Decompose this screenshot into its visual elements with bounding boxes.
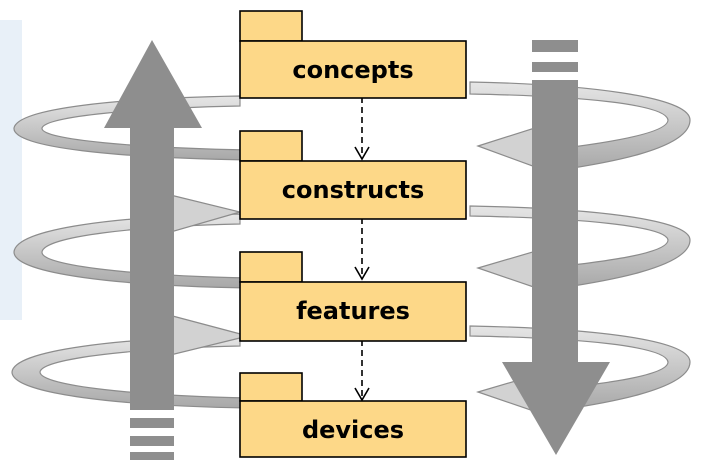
connector-features-devices [354, 340, 370, 402]
package-tab [239, 251, 303, 283]
package-concepts: concepts [239, 10, 467, 99]
package-tab [239, 10, 303, 42]
package-devices: devices [239, 372, 467, 458]
down-arrow-icon [502, 40, 610, 455]
package-body [239, 281, 467, 342]
connector-constructs-features [354, 218, 370, 281]
package-tab [239, 130, 303, 162]
package-tab [239, 372, 303, 402]
package-constructs: constructs [239, 130, 467, 220]
package-body [239, 400, 467, 458]
dependency-arrowhead-icon [354, 266, 370, 281]
dependency-connectors [354, 97, 370, 402]
dependency-arrowhead-icon [354, 387, 370, 402]
spiral-ring-1-right [469, 81, 691, 171]
spiral-band [11, 81, 691, 411]
package-body [239, 40, 467, 99]
package-features: features [239, 251, 467, 342]
package-body [239, 160, 467, 220]
package-label-features: features [296, 297, 410, 325]
dependency-arrowhead-icon [354, 146, 370, 161]
package-label-concepts: concepts [292, 56, 413, 84]
background-accent [0, 20, 22, 320]
up-arrow-icon [104, 40, 202, 460]
package-label-devices: devices [302, 416, 404, 444]
package-label-constructs: constructs [282, 176, 424, 204]
connector-concepts-constructs [354, 97, 370, 161]
